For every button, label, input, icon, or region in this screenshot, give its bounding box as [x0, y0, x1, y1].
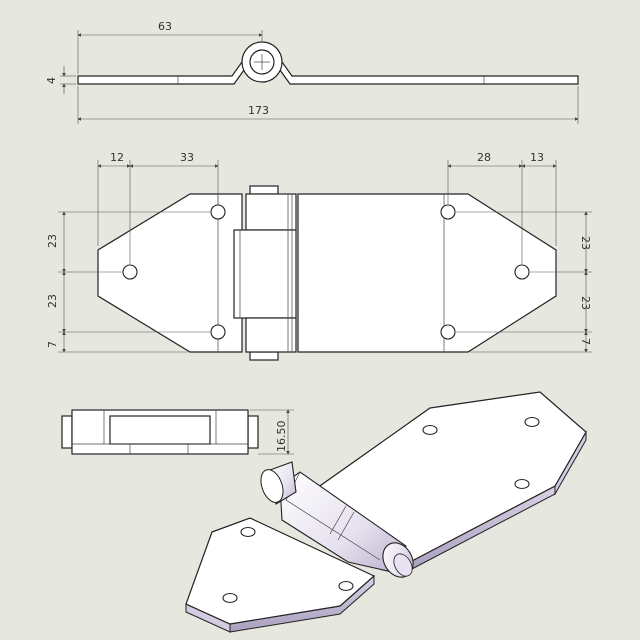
- dim-left-23-upper: 23: [46, 234, 59, 248]
- iso-hole-3: [514, 478, 530, 490]
- front-view-pin-left: [61, 415, 73, 449]
- top-view-hole-right-middle: [514, 264, 530, 280]
- dim-63: 63: [158, 20, 172, 33]
- dim-33: 33: [180, 151, 194, 164]
- dim-right-23-lower: 23: [579, 296, 592, 310]
- dim-left-7: 7: [46, 341, 59, 348]
- top-view: 12 33 28 13 23 23 7 23 23 7: [46, 151, 592, 361]
- dim-16-50: 16.50: [275, 421, 288, 453]
- front-view-leaf-edge: [109, 415, 211, 445]
- iso-hole-1: [422, 424, 438, 436]
- iso-hole-2: [524, 416, 540, 428]
- dim-173: 173: [248, 104, 269, 117]
- top-view-hole-left-upper: [210, 204, 226, 220]
- top-view-knuckle-middle: [233, 229, 297, 319]
- dim-right-7: 7: [579, 338, 592, 345]
- dim-13: 13: [530, 151, 544, 164]
- top-view-pin-cap-bottom: [249, 351, 279, 361]
- top-view-pin-cap-top: [249, 185, 279, 195]
- dim-28: 28: [477, 151, 491, 164]
- top-view-right-leaf: [297, 193, 557, 353]
- top-view-hole-left-middle: [122, 264, 138, 280]
- top-view-knuckle-lower: [245, 317, 297, 353]
- dim-right-23-upper: 23: [579, 236, 592, 250]
- dim-left-23-lower: 23: [46, 294, 59, 308]
- iso-hole-6: [338, 580, 354, 592]
- dim-4: 4: [45, 77, 58, 84]
- side-view-left-leaf: [77, 48, 579, 85]
- isometric-view: [185, 391, 587, 633]
- iso-hole-4: [240, 526, 256, 538]
- iso-hole-5: [222, 592, 238, 604]
- top-view-hole-right-upper: [440, 204, 456, 220]
- top-view-knuckle-upper: [245, 193, 297, 231]
- top-view-hole-right-lower: [440, 324, 456, 340]
- dim-12: 12: [110, 151, 124, 164]
- front-view-pin-right: [247, 415, 259, 449]
- side-view: 63 4 173: [45, 20, 579, 124]
- top-view-hole-left-lower: [210, 324, 226, 340]
- top-view-left-leaf: [97, 193, 243, 353]
- front-view: 16.50: [61, 409, 294, 455]
